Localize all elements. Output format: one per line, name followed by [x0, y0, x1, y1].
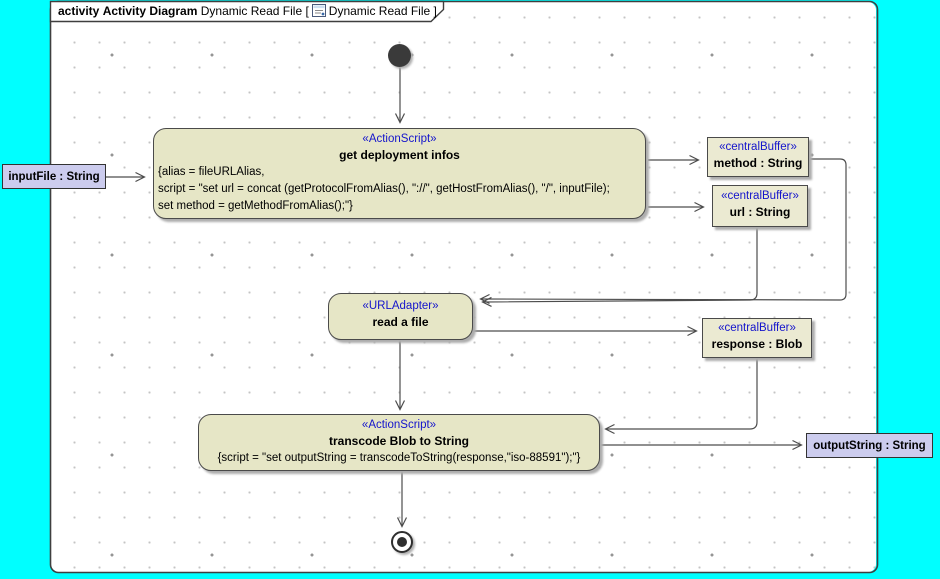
- frame-title: activity Activity Diagram Dynamic Read F…: [58, 4, 437, 19]
- frame-context-pre: Dynamic Read File [: [200, 4, 309, 18]
- stereotype-label: «centralBuffer»: [721, 190, 799, 202]
- central-buffer-url[interactable]: «centralBuffer» url : String: [712, 185, 808, 227]
- action-body-line: script = "set url = concat (getProtocolF…: [158, 183, 610, 195]
- object-node-label: outputString : String: [813, 439, 926, 452]
- buffer-name: url : String: [729, 205, 791, 219]
- object-node-inputfile[interactable]: inputFile : String: [2, 164, 106, 189]
- action-read-a-file[interactable]: «URLAdapter» read a file: [328, 293, 473, 340]
- central-buffer-method[interactable]: «centralBuffer» method : String: [707, 137, 809, 177]
- frame-diagram-type: Activity Diagram: [102, 4, 198, 18]
- stereotype-label: «centralBuffer»: [719, 141, 797, 153]
- action-transcode-blob-to-string[interactable]: «ActionScript» transcode Blob to String …: [198, 414, 600, 471]
- buffer-name: method : String: [713, 156, 803, 170]
- initial-node[interactable]: [388, 44, 411, 67]
- action-body-line: {alias = fileURLAlias,: [158, 166, 265, 178]
- stereotype-label: «URLAdapter»: [362, 300, 439, 312]
- action-get-deployment-infos[interactable]: «ActionScript» get deployment infos {ali…: [153, 128, 646, 219]
- object-node-outputstring[interactable]: outputString : String: [806, 433, 933, 458]
- action-body-line: set method = getMethodFromAlias();"}: [158, 200, 353, 212]
- activity-final-node[interactable]: [391, 531, 413, 553]
- buffer-name: response : Blob: [711, 337, 803, 351]
- central-buffer-response[interactable]: «centralBuffer» response : Blob: [702, 318, 812, 358]
- diagram-grid-background: [51, 2, 876, 572]
- object-node-label: inputFile : String: [8, 170, 100, 183]
- frame-context-post: Dynamic Read File ]: [328, 4, 437, 18]
- stereotype-label: «ActionScript»: [362, 133, 437, 145]
- action-name: transcode Blob to String: [328, 434, 469, 448]
- action-name: get deployment infos: [339, 148, 460, 162]
- action-name: read a file: [372, 315, 429, 329]
- activity-final-inner-dot: [397, 537, 407, 547]
- frame-keyword: activity: [58, 4, 100, 18]
- stereotype-label: «centralBuffer»: [718, 322, 796, 334]
- activity-diagram-icon: [311, 4, 326, 20]
- action-body-line: {script = "set outputString = transcodeT…: [217, 452, 581, 464]
- stereotype-label: «ActionScript»: [361, 419, 437, 431]
